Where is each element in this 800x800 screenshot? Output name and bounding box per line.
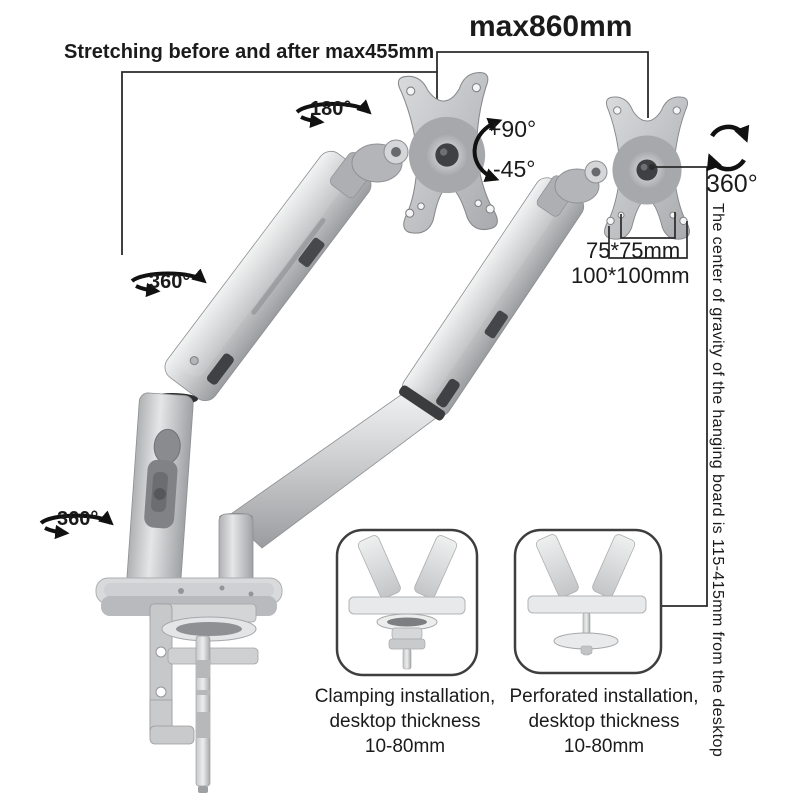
left-arm-upper-segment	[164, 150, 372, 402]
left-vesa-plate	[395, 71, 499, 235]
caption-line: desktop thickness	[528, 711, 680, 732]
arm-rotate-label: 360°	[149, 271, 191, 293]
desk-clamp	[149, 603, 259, 793]
gravity-side-note: The center of gravity of the hanging boa…	[709, 203, 726, 758]
clamping-inset	[335, 528, 479, 677]
left-arm-lower-post	[126, 392, 194, 592]
vesa-rotate-360-arrow-icon	[706, 124, 750, 172]
vesa-75-bracket	[620, 212, 676, 239]
max-width-bracket	[436, 51, 649, 118]
caption-clamping-installation: Clamping installation, desktop thickness…	[305, 684, 505, 759]
gravity-leader-line	[649, 164, 708, 607]
perforated-inset	[513, 528, 663, 675]
base-rotate-label: 360°	[57, 508, 99, 530]
caption-line: Clamping installation,	[314, 686, 496, 707]
caption-line: 10-80mm	[364, 736, 446, 757]
tilt-range-arrow-icon	[472, 117, 503, 183]
arm-rotate-360-arrow-icon	[130, 268, 207, 298]
left-vesa-joint	[330, 139, 409, 198]
tilt-up-label: +90°	[488, 116, 537, 142]
stretch-range-label: Stretching before and after max455mm	[64, 41, 435, 63]
vesa-rotate-label: 360°	[706, 170, 758, 198]
vesa-75-label: 75*75mm	[586, 238, 681, 263]
caption-line: 10-80mm	[563, 736, 645, 757]
tilt-down-label: -45°	[493, 156, 536, 182]
swivel-180-label: 180°	[310, 98, 352, 120]
max-width-label: max860mm	[469, 10, 633, 43]
base-rotate-360-arrow-icon	[39, 510, 114, 540]
right-vesa-plate	[604, 96, 690, 240]
right-vesa-joint	[536, 160, 608, 217]
caption-line: Perforated installation,	[509, 686, 699, 707]
swivel-180-arrow-icon	[295, 99, 372, 129]
vesa-100-label: 100*100mm	[571, 263, 690, 288]
caption-line: desktop thickness	[329, 711, 481, 732]
vesa-100-bracket	[608, 221, 688, 259]
caption-perforated-installation: Perforated installation, desktop thickne…	[501, 684, 707, 759]
stretch-range-bracket	[121, 71, 437, 255]
right-arm-lower-beam	[227, 389, 437, 549]
